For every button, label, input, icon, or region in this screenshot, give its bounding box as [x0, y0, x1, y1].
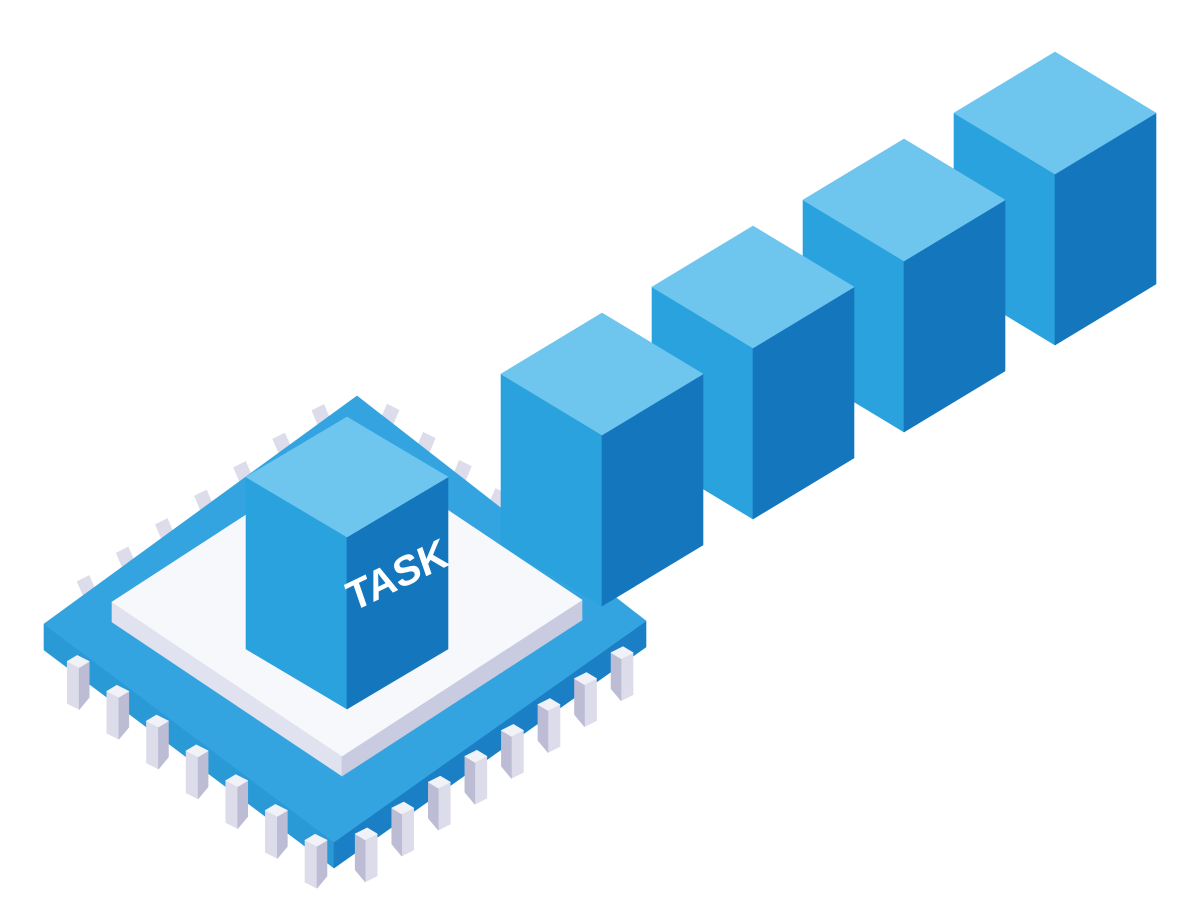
chip-pin-top: [106, 684, 130, 698]
chip-pin-top: [574, 672, 597, 685]
chip-pin-top: [354, 827, 378, 841]
chip-pin-side: [237, 780, 249, 829]
chip-pin-top: [537, 698, 561, 711]
chip-pin-side: [197, 750, 209, 800]
chip-pin-front: [620, 652, 634, 701]
chip-pin: [185, 744, 209, 800]
task-cube-faces: [245, 416, 449, 710]
chip-pin: [574, 672, 597, 727]
queue-cube: [500, 312, 704, 607]
chip-pin-front: [474, 755, 488, 805]
chip-pin-side: [574, 678, 585, 727]
chip-pin: [501, 724, 524, 779]
chip-pin-top: [610, 646, 634, 659]
queue-cube-top-face: [802, 138, 1006, 262]
chip-pin-top: [464, 749, 488, 763]
task-queue: [500, 51, 1157, 607]
chip-pin-side: [158, 720, 169, 770]
chip-pin: [354, 827, 378, 883]
chip-pin-top: [225, 774, 249, 787]
chip-pin-top: [146, 714, 169, 728]
chip-pin-side: [610, 652, 622, 701]
queue-cube: [802, 138, 1006, 433]
chip-pin: [146, 714, 169, 770]
chip-pin-top: [501, 724, 524, 737]
chip-pin: [427, 775, 451, 831]
chip-pin-front: [511, 730, 524, 779]
queue-cube-top-face: [500, 312, 704, 436]
chip-pin: [265, 804, 288, 859]
chip-pin-top: [391, 801, 415, 815]
chip-pin: [391, 801, 415, 857]
chip-pin-front: [225, 780, 239, 829]
chip-pin-top: [66, 655, 90, 668]
chip-pin-side: [537, 704, 549, 753]
chip-pin-side: [391, 807, 403, 857]
queue-cube-top-face: [953, 51, 1157, 175]
chip-pin-side: [78, 661, 90, 710]
chip-pin-front: [401, 807, 415, 857]
chip-pin: [537, 698, 561, 753]
chip-pin: [610, 646, 634, 701]
chip-pin-top: [185, 744, 209, 758]
chip-pin-top: [427, 775, 451, 789]
chip-pin-front: [584, 678, 597, 727]
chip-pin-side: [354, 833, 366, 883]
chip-pin-front: [146, 720, 159, 770]
chip-pin: [304, 833, 328, 889]
chip-pin-side: [464, 755, 476, 805]
chip-pin: [225, 774, 249, 829]
chip-pin-front: [437, 781, 451, 831]
chip-pin-front: [185, 750, 199, 800]
task-cube: TASK: [245, 416, 454, 710]
chip-pin-front: [106, 690, 120, 740]
chip-pin: [464, 749, 488, 805]
chip-pin-side: [118, 690, 130, 740]
chip-pin-front: [304, 839, 318, 889]
chip-pin-top: [304, 833, 328, 847]
chip-pin-front: [265, 810, 278, 859]
chip-pin-front: [547, 704, 561, 753]
chip-pin-top: [265, 804, 288, 817]
chip-pin-side: [277, 810, 288, 859]
chip-pin-side: [316, 839, 328, 889]
task-cube-top-face: [245, 416, 449, 538]
chip-pin-side: [501, 730, 512, 779]
chip-pin-front: [66, 661, 80, 710]
chip-pin-front: [364, 833, 378, 883]
chip-pins-front: [66, 646, 634, 889]
chip-pin: [66, 655, 90, 710]
chip-pin-side: [427, 781, 439, 831]
queue-cube-top-face: [651, 225, 855, 349]
chip-pin: [106, 684, 130, 740]
